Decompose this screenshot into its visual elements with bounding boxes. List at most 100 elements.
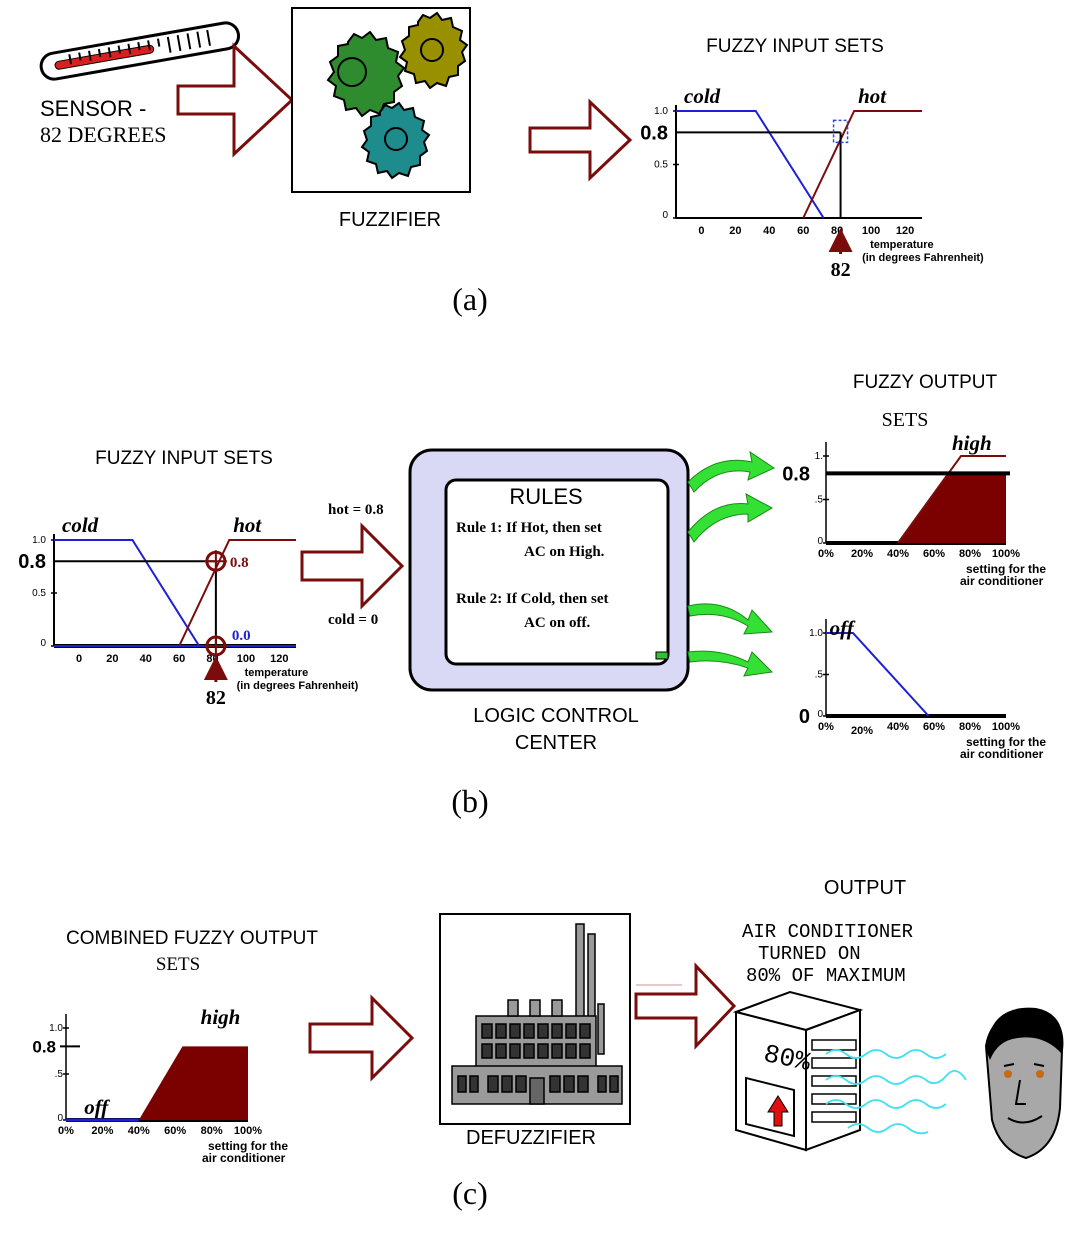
panel-c: COMBINED FUZZY OUTPUT SETS 0 .5 1.0 0% 20% 40… bbox=[32, 877, 1064, 1211]
output-title: OUTPUT bbox=[824, 877, 906, 899]
x-tick-label: 100 bbox=[862, 225, 880, 237]
series-cold-line bbox=[676, 110, 825, 219]
membership-value-label: 0.8 bbox=[640, 122, 668, 144]
logic-center-label-1: LOGIC CONTROL bbox=[473, 705, 639, 727]
y-tick-label: 1.0 bbox=[32, 535, 46, 546]
defuzzifier-label: DEFUZZIFIER bbox=[466, 1127, 596, 1149]
monitor-icon bbox=[408, 448, 690, 692]
x-tick-label: 0% bbox=[58, 1125, 74, 1137]
x-tick-label: 0% bbox=[818, 721, 834, 733]
chart-c-combined: 0.51.00%20%40%60%80%100%setting for thea… bbox=[32, 1005, 288, 1165]
sensor-label: SENSOR - bbox=[40, 96, 146, 121]
x-axis-label: (in degrees Fahrenheit) bbox=[862, 252, 984, 264]
rule2-line1: Rule 2: If Cold, then set bbox=[456, 591, 609, 607]
reading-value-label: 82 bbox=[206, 687, 226, 709]
sensor-reading-label: 82 DEGREES bbox=[40, 122, 167, 147]
x-tick-label: 20% bbox=[851, 725, 873, 737]
cold-membership-label: 0.0 bbox=[232, 628, 251, 644]
airflow-icon bbox=[825, 1049, 967, 1135]
x-axis-label: temperature bbox=[245, 667, 309, 679]
x-tick-label: 100% bbox=[234, 1125, 262, 1137]
x-tick-label: 60% bbox=[923, 721, 945, 733]
y-tick-label: 1.0 bbox=[49, 1023, 63, 1034]
series-cold-label: cold bbox=[62, 513, 99, 537]
x-tick-label: 40% bbox=[887, 548, 909, 560]
series-high-line bbox=[897, 455, 1006, 544]
marker-value-label: 0.8 bbox=[32, 1037, 56, 1056]
y-tick-label: 0 bbox=[662, 210, 668, 221]
y-tick-label: 1.0 bbox=[654, 106, 668, 117]
output-sets-title-1: FUZZY OUTPUT bbox=[853, 372, 998, 393]
y-tick-label: 1.0 bbox=[809, 628, 823, 639]
x-tick-label: 0 bbox=[76, 653, 82, 665]
x-axis-label: air conditioner bbox=[202, 1151, 286, 1165]
caption-a: (a) bbox=[452, 281, 488, 317]
y-tick-label: .5 bbox=[815, 495, 824, 506]
y-tick-label: 1. bbox=[815, 451, 823, 462]
series-hot-line bbox=[178, 539, 296, 647]
hot-equation: hot = 0.8 bbox=[328, 502, 384, 518]
clipped-area bbox=[898, 473, 1006, 543]
x-tick-label: 120 bbox=[270, 653, 288, 665]
series-cold-label: cold bbox=[684, 84, 721, 108]
clip-value-label: 0.8 bbox=[782, 463, 810, 485]
x-tick-label: 20% bbox=[851, 548, 873, 560]
x-tick-label: 0% bbox=[818, 548, 834, 560]
caption-b: (b) bbox=[451, 783, 488, 819]
y-tick-label: .5 bbox=[815, 670, 824, 681]
y-tick-label: 0 bbox=[57, 1113, 63, 1124]
cold-equation: cold = 0 bbox=[328, 612, 378, 628]
logic-center-label-2: CENTER bbox=[515, 732, 597, 754]
x-axis-label: setting for the bbox=[966, 735, 1046, 749]
arrow-to-output bbox=[634, 962, 737, 1050]
caption-c: (c) bbox=[452, 1175, 488, 1211]
chart-a-title: FUZZY INPUT SETS bbox=[706, 36, 884, 57]
x-tick-label: 40% bbox=[128, 1125, 150, 1137]
combined-title-1: COMBINED FUZZY OUTPUT bbox=[66, 928, 318, 949]
clip-value-label: 0 bbox=[799, 706, 810, 728]
x-axis-label: temperature bbox=[870, 239, 934, 251]
y-tick-label: .5 bbox=[55, 1069, 64, 1080]
air-conditioner-icon bbox=[732, 990, 864, 1152]
intersection-marker-icon bbox=[832, 119, 849, 144]
x-tick-label: 80% bbox=[959, 548, 981, 560]
series-high-label: high bbox=[201, 1005, 241, 1029]
x-tick-label: 60 bbox=[173, 653, 185, 665]
gear-icon bbox=[398, 11, 469, 90]
x-tick-label: 20% bbox=[91, 1125, 113, 1137]
y-tick-label: 0.5 bbox=[654, 160, 668, 171]
rule1-line2: AC on High. bbox=[524, 544, 605, 560]
output-sets-title-2: SETS bbox=[882, 409, 929, 431]
person-face-icon bbox=[984, 1007, 1064, 1160]
combined-area bbox=[138, 1046, 248, 1120]
x-axis-label: air conditioner bbox=[960, 747, 1044, 761]
x-tick-label: 40% bbox=[887, 721, 909, 733]
arrow-to-fuzzifier bbox=[176, 42, 295, 158]
x-axis-label: setting for the bbox=[208, 1139, 288, 1153]
x-tick-label: 80% bbox=[959, 721, 981, 733]
arrow-to-logic-center bbox=[300, 522, 405, 610]
x-tick-label: 120 bbox=[896, 225, 914, 237]
series-hot-label: hot bbox=[858, 84, 887, 108]
x-tick-label: 80% bbox=[201, 1125, 223, 1137]
x-tick-label: 60% bbox=[923, 548, 945, 560]
x-tick-label: 100% bbox=[992, 548, 1020, 560]
combined-title-2: SETS bbox=[156, 954, 200, 975]
x-tick-label: 20 bbox=[106, 653, 118, 665]
x-tick-label: 20 bbox=[729, 225, 741, 237]
series-high-label: high bbox=[952, 431, 992, 455]
chart-b-output-high: 0 .5 1. 0% 20% 40% 60% 80% 100% setting for theai… bbox=[782, 431, 1046, 588]
x-axis-label: air conditioner bbox=[960, 574, 1044, 588]
y-tick-label: 0 bbox=[40, 638, 46, 649]
arrow-to-defuzzifier bbox=[308, 994, 415, 1082]
x-axis-label: setting for the bbox=[966, 562, 1046, 576]
x-tick-label: 40 bbox=[763, 225, 775, 237]
ac-status-line1: AIR CONDITIONER bbox=[742, 921, 913, 943]
series-cold-line bbox=[54, 539, 296, 647]
gear-icon bbox=[360, 101, 431, 180]
fuzzifier-label: FUZZIFIER bbox=[339, 209, 441, 231]
chart-b-output-off: 0.51.00%20%40%60%80%100%setting for thea… bbox=[799, 616, 1046, 761]
y-tick-label: 0 bbox=[817, 536, 823, 547]
